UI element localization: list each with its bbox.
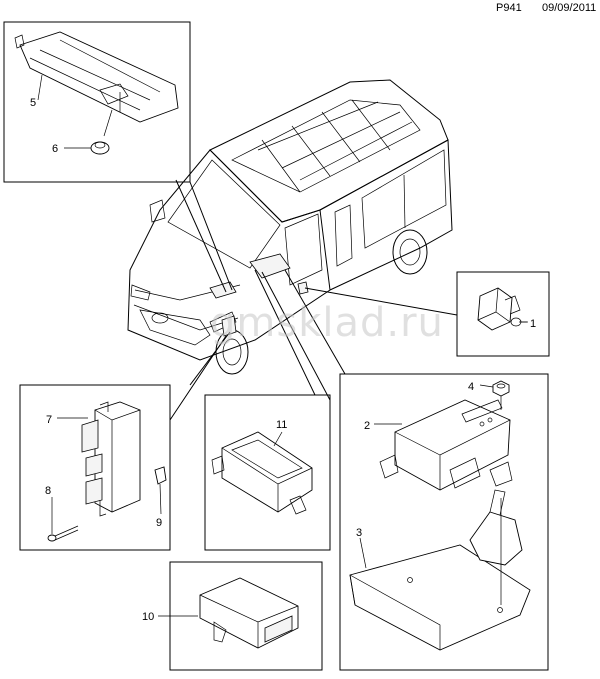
callout-6: 6 — [52, 143, 58, 155]
watermark: gmsklad.ru — [210, 300, 444, 346]
part-11-module — [211, 431, 313, 515]
part-10-module — [199, 577, 299, 649]
part-3-bracket — [349, 489, 531, 651]
part-8-screw — [47, 525, 79, 542]
van-body — [127, 79, 453, 375]
part-9-clip — [154, 466, 167, 485]
callout-7: 7 — [46, 414, 52, 426]
part-5-bracket — [14, 31, 179, 137]
callout-5: 5 — [30, 97, 36, 109]
detail-box-2-3-4 — [339, 373, 549, 671]
callout-1: 1 — [530, 318, 536, 330]
callout-3: 3 — [356, 527, 362, 539]
leader-lines — [169, 179, 458, 421]
part-1-sensor — [477, 287, 527, 331]
van-module-markers — [209, 253, 309, 337]
callout-11: 11 — [276, 419, 287, 431]
callout-2: 2 — [364, 420, 370, 432]
callout-10: 10 — [142, 611, 154, 623]
detail-box-1 — [456, 271, 550, 357]
detail-box-5-6 — [3, 21, 191, 183]
callout-4: 4 — [468, 381, 474, 393]
callout-leaders — [37, 74, 528, 617]
part-6-grommet — [90, 141, 110, 155]
callout-9: 9 — [156, 517, 162, 529]
diagram-code: P941 — [496, 2, 522, 14]
detail-box-7-8-9 — [19, 384, 171, 551]
part-7-module — [81, 401, 141, 517]
callout-8: 8 — [45, 485, 51, 497]
part-4-nut — [492, 380, 510, 410]
detail-box-11 — [204, 394, 331, 551]
part-2-control-unit — [379, 399, 513, 491]
diagram-date: 09/09/2011 — [542, 2, 597, 14]
